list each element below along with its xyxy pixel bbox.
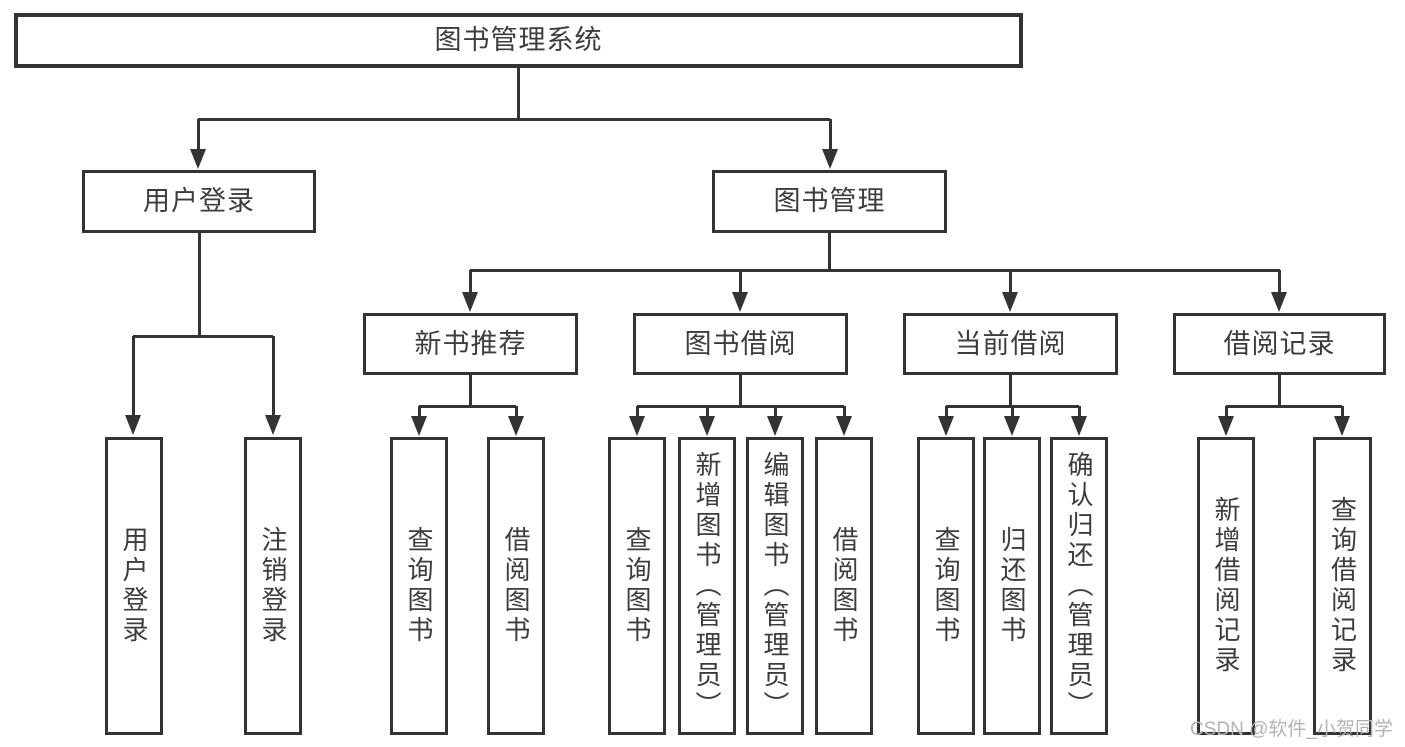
csdn-watermark: CSDN @软件_小贺同学 bbox=[1190, 719, 1393, 740]
connector-arrow-shaft bbox=[705, 406, 709, 418]
leaf-add-books-admin: 新增图书（管理员） bbox=[678, 437, 736, 735]
connector-arrow-shaft bbox=[1340, 406, 1344, 418]
leaf-borrow-books: 借阅图书 bbox=[815, 437, 873, 735]
arrow-down-icon bbox=[938, 416, 954, 436]
arrow-down-icon bbox=[629, 416, 645, 436]
node-label: 借阅记录 bbox=[1223, 328, 1336, 359]
connector-arrow-shaft bbox=[468, 270, 472, 294]
connector-arrow-shaft bbox=[1010, 406, 1014, 418]
connector-arrow-shaft bbox=[1008, 270, 1012, 294]
arrow-down-icon bbox=[265, 415, 281, 435]
leaf-return-books: 归还图书 bbox=[983, 437, 1041, 735]
node-label: 确认归还（管理员） bbox=[1064, 451, 1094, 721]
leaf-query-books-borrowing: 查询图书 bbox=[608, 437, 666, 735]
connector-line bbox=[516, 68, 520, 119]
node-label: 查询图书 bbox=[622, 526, 652, 646]
node-label: 当前借阅 bbox=[954, 328, 1067, 359]
arrow-down-icon bbox=[125, 415, 141, 435]
connector-arrow-shaft bbox=[271, 336, 275, 417]
node-current-borrowing: 当前借阅 bbox=[903, 313, 1118, 375]
connector-arrow-shaft bbox=[1224, 406, 1228, 418]
node-label: 图书管理 bbox=[773, 186, 886, 216]
leaf-add-borrow-record: 新增借阅记录 bbox=[1197, 437, 1255, 735]
connector-arrow-shaft bbox=[131, 336, 135, 417]
arrow-down-icon bbox=[822, 149, 838, 169]
connector-arrow-shaft bbox=[944, 406, 948, 418]
node-label: 图书借阅 bbox=[684, 328, 797, 359]
arrow-down-icon bbox=[1004, 416, 1020, 436]
connector-line bbox=[738, 375, 742, 407]
connector-arrow-shaft bbox=[1277, 270, 1281, 294]
node-label: 借阅图书 bbox=[829, 526, 859, 646]
connector-line bbox=[1226, 404, 1342, 408]
connector-arrow-shaft bbox=[635, 406, 639, 418]
leaf-logout: 注销登录 bbox=[244, 437, 302, 735]
node-label: 新书推荐 bbox=[414, 328, 527, 359]
connector-line bbox=[827, 232, 831, 271]
node-label: 用户登录 bbox=[143, 186, 255, 216]
arrow-down-icon bbox=[1334, 416, 1350, 436]
leaf-query-books-current: 查询图书 bbox=[917, 437, 975, 735]
connector-line bbox=[1008, 375, 1012, 407]
node-label: 注销登录 bbox=[258, 526, 288, 646]
node-label: 新增借阅记录 bbox=[1211, 496, 1241, 676]
connector-line bbox=[1277, 375, 1281, 407]
leaf-borrow-books-recommend: 借阅图书 bbox=[487, 437, 545, 735]
connector-arrow-shaft bbox=[514, 406, 518, 418]
connector-arrow-shaft bbox=[842, 406, 846, 418]
node-user-login-branch: 用户登录 bbox=[82, 170, 316, 233]
node-label: 图书管理系统 bbox=[434, 25, 603, 55]
node-label: 借阅图书 bbox=[501, 526, 531, 646]
node-label: 编辑图书（管理员） bbox=[760, 451, 790, 721]
arrow-down-icon bbox=[836, 416, 852, 436]
arrow-down-icon bbox=[190, 149, 206, 169]
connector-line bbox=[637, 404, 844, 408]
leaf-query-borrow-record: 查询借阅记录 bbox=[1313, 437, 1372, 735]
connector-arrow-shaft bbox=[417, 406, 421, 418]
node-label: 用户登录 bbox=[119, 526, 149, 646]
connector-arrow-shaft bbox=[196, 119, 200, 151]
arrow-down-icon bbox=[462, 292, 478, 312]
arrow-down-icon bbox=[1218, 416, 1234, 436]
arrow-down-icon bbox=[732, 292, 748, 312]
arrow-down-icon bbox=[411, 416, 427, 436]
connector-arrow-shaft bbox=[773, 406, 777, 418]
connector-line bbox=[197, 232, 201, 337]
node-book-management-branch: 图书管理 bbox=[712, 170, 947, 233]
connector-arrow-shaft bbox=[738, 270, 742, 294]
connector-line bbox=[470, 268, 1280, 272]
leaf-edit-books-admin: 编辑图书（管理员） bbox=[746, 437, 804, 735]
arrow-down-icon bbox=[767, 416, 783, 436]
connector-arrow-shaft bbox=[828, 119, 832, 151]
leaf-confirm-return-admin: 确认归还（管理员） bbox=[1050, 437, 1108, 735]
connector-line bbox=[468, 375, 472, 407]
connector-line bbox=[198, 117, 830, 121]
node-new-book-recommend: 新书推荐 bbox=[363, 313, 578, 375]
arrow-down-icon bbox=[699, 416, 715, 436]
node-system-root: 图书管理系统 bbox=[14, 13, 1023, 68]
node-label: 归还图书 bbox=[997, 526, 1027, 646]
node-label: 查询借阅记录 bbox=[1327, 496, 1358, 676]
node-book-borrowing: 图书借阅 bbox=[633, 313, 848, 375]
connector-line bbox=[419, 404, 516, 408]
connector-arrow-shaft bbox=[1077, 406, 1081, 418]
node-borrowing-records: 借阅记录 bbox=[1173, 313, 1386, 375]
arrow-down-icon bbox=[508, 416, 524, 436]
node-label: 查询图书 bbox=[931, 526, 961, 646]
arrow-down-icon bbox=[1002, 292, 1018, 312]
node-label: 查询图书 bbox=[404, 526, 434, 646]
arrow-down-icon bbox=[1071, 416, 1087, 436]
connector-line bbox=[133, 334, 273, 338]
node-label: 新增图书（管理员） bbox=[692, 451, 722, 721]
leaf-query-books-recommend: 查询图书 bbox=[390, 437, 448, 735]
arrow-down-icon bbox=[1271, 292, 1287, 312]
leaf-user-login: 用户登录 bbox=[105, 437, 163, 735]
